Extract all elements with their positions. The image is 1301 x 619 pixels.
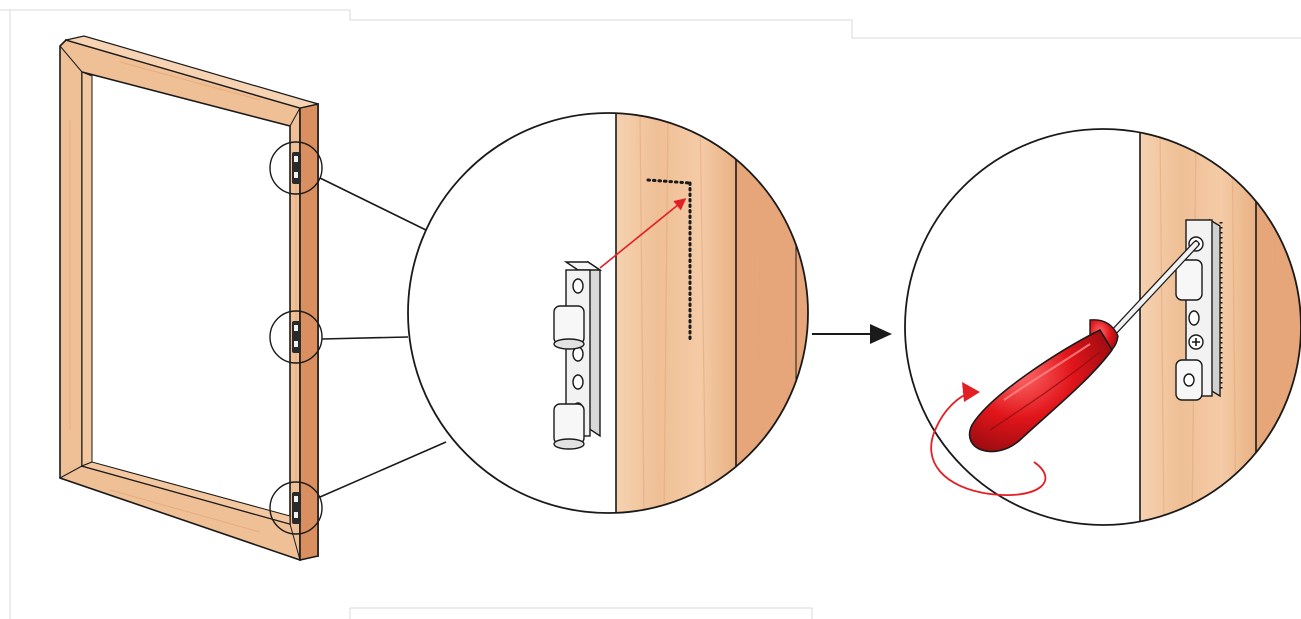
detail-circle-screwing	[904, 128, 1301, 526]
hinge-icon	[292, 321, 301, 353]
hinge-icon	[292, 152, 301, 184]
hinge-marker-top	[269, 141, 323, 195]
callout-lines	[319, 177, 447, 498]
background-panel-lines	[0, 9, 1301, 619]
hinge-marker-middle	[269, 310, 323, 364]
detail-circle-placement	[407, 112, 809, 514]
arrow-right-icon	[812, 324, 892, 344]
hinge-marker-bottom	[269, 481, 323, 535]
window-frame	[59, 35, 319, 562]
rotation-arrow-icon	[930, 382, 1047, 496]
placement-arrow	[599, 198, 687, 269]
screwdriver-icon	[968, 240, 1200, 453]
hinge-icon	[292, 492, 301, 524]
hinge-icon	[553, 260, 603, 450]
